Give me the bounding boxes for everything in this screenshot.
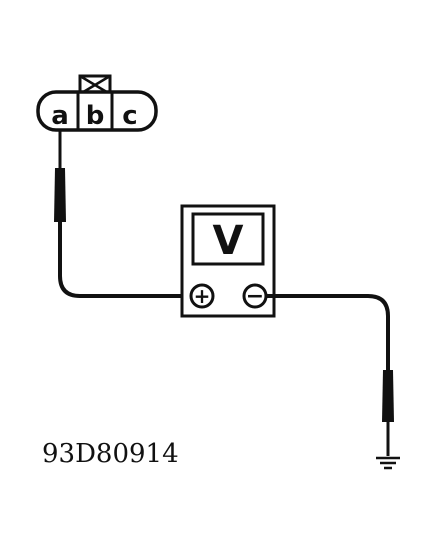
positive-probe-handle xyxy=(54,168,66,222)
negative-wire xyxy=(266,294,390,370)
positive-lead xyxy=(54,130,190,298)
voltmeter-display xyxy=(191,212,265,266)
pin-label-a: a xyxy=(51,101,69,131)
negative-lead xyxy=(266,294,394,456)
voltmeter: V + − xyxy=(180,204,276,318)
connector-body xyxy=(36,90,158,132)
pin-label-c: c xyxy=(122,101,137,131)
connector: a b c xyxy=(36,74,158,132)
positive-wire xyxy=(58,222,190,298)
ground-icon xyxy=(376,456,400,470)
figure-id: 93D80914 xyxy=(42,439,179,469)
positive-terminal xyxy=(189,283,215,309)
negative-terminal-symbol: − xyxy=(246,284,264,309)
negative-probe-handle xyxy=(382,370,394,422)
voltmeter-display-label: V xyxy=(213,218,244,264)
pin-label-b: b xyxy=(86,101,105,131)
positive-terminal-symbol: + xyxy=(194,284,211,308)
